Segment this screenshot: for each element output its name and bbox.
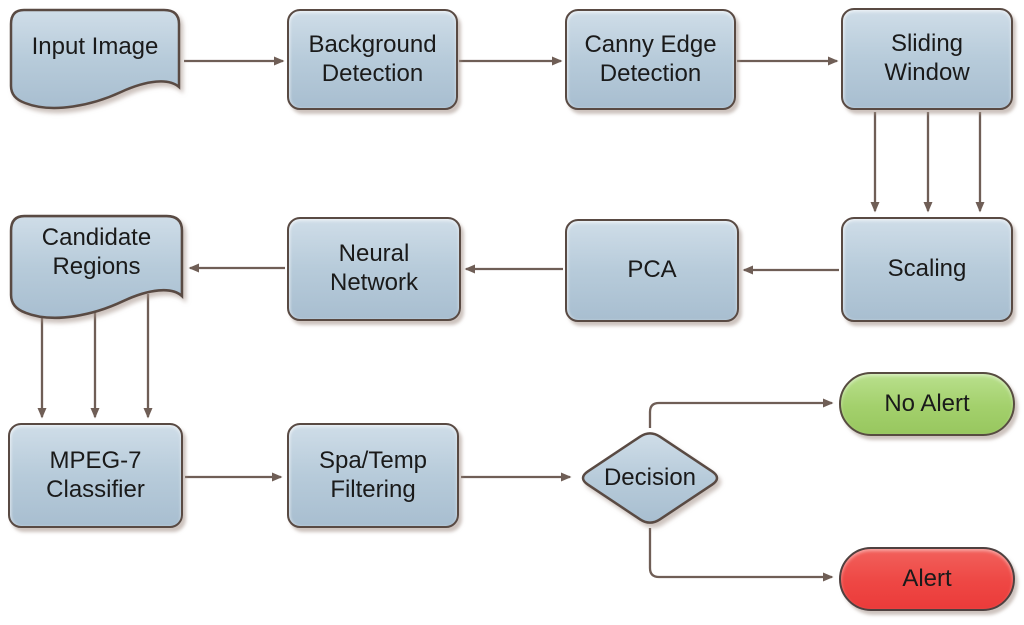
node-label: Input Image — [31, 32, 159, 60]
node-label: Canny Edge Detection — [584, 30, 717, 87]
node-no-alert: No Alert — [839, 372, 1015, 436]
node-scaling: Scaling — [841, 217, 1013, 322]
node-label: Sliding Window — [884, 30, 970, 86]
node-label: Spa/Temp Filtering — [318, 446, 428, 503]
node-sliding-window: Sliding Window — [841, 8, 1013, 110]
node-alert: Alert — [839, 547, 1015, 611]
node-label: MPEG-7 Classifier — [46, 446, 145, 503]
node-neural-network: Neural Network — [287, 217, 461, 321]
edge-decision-to-noalert — [648, 398, 834, 428]
node-label: Neural Network — [329, 240, 419, 296]
node-label: Scaling — [887, 255, 967, 283]
node-label: Background Detection — [308, 30, 437, 87]
node-label: No Alert — [884, 389, 970, 417]
node-label: Alert — [902, 564, 952, 592]
node-background-detection: Background Detection — [287, 9, 458, 110]
node-decision: Decision — [575, 427, 725, 529]
document-shape — [9, 214, 184, 320]
node-pca: PCA — [565, 219, 739, 322]
decision-diamond-shape — [581, 432, 719, 524]
edge-decision-to-alert — [648, 528, 834, 582]
node-label: PCA — [627, 256, 677, 284]
node-mpeg7-classifier: MPEG-7 Classifier — [8, 423, 183, 528]
node-label: Decision — [603, 463, 697, 491]
document-shape — [9, 8, 181, 110]
node-spa-temp-filtering: Spa/Temp Filtering — [287, 423, 459, 528]
node-candidate-regions: Candidate Regions — [8, 214, 185, 322]
node-label: Candidate Regions — [41, 224, 152, 280]
node-canny-edge-detection: Canny Edge Detection — [565, 9, 736, 110]
node-input-image: Input Image — [8, 8, 182, 112]
